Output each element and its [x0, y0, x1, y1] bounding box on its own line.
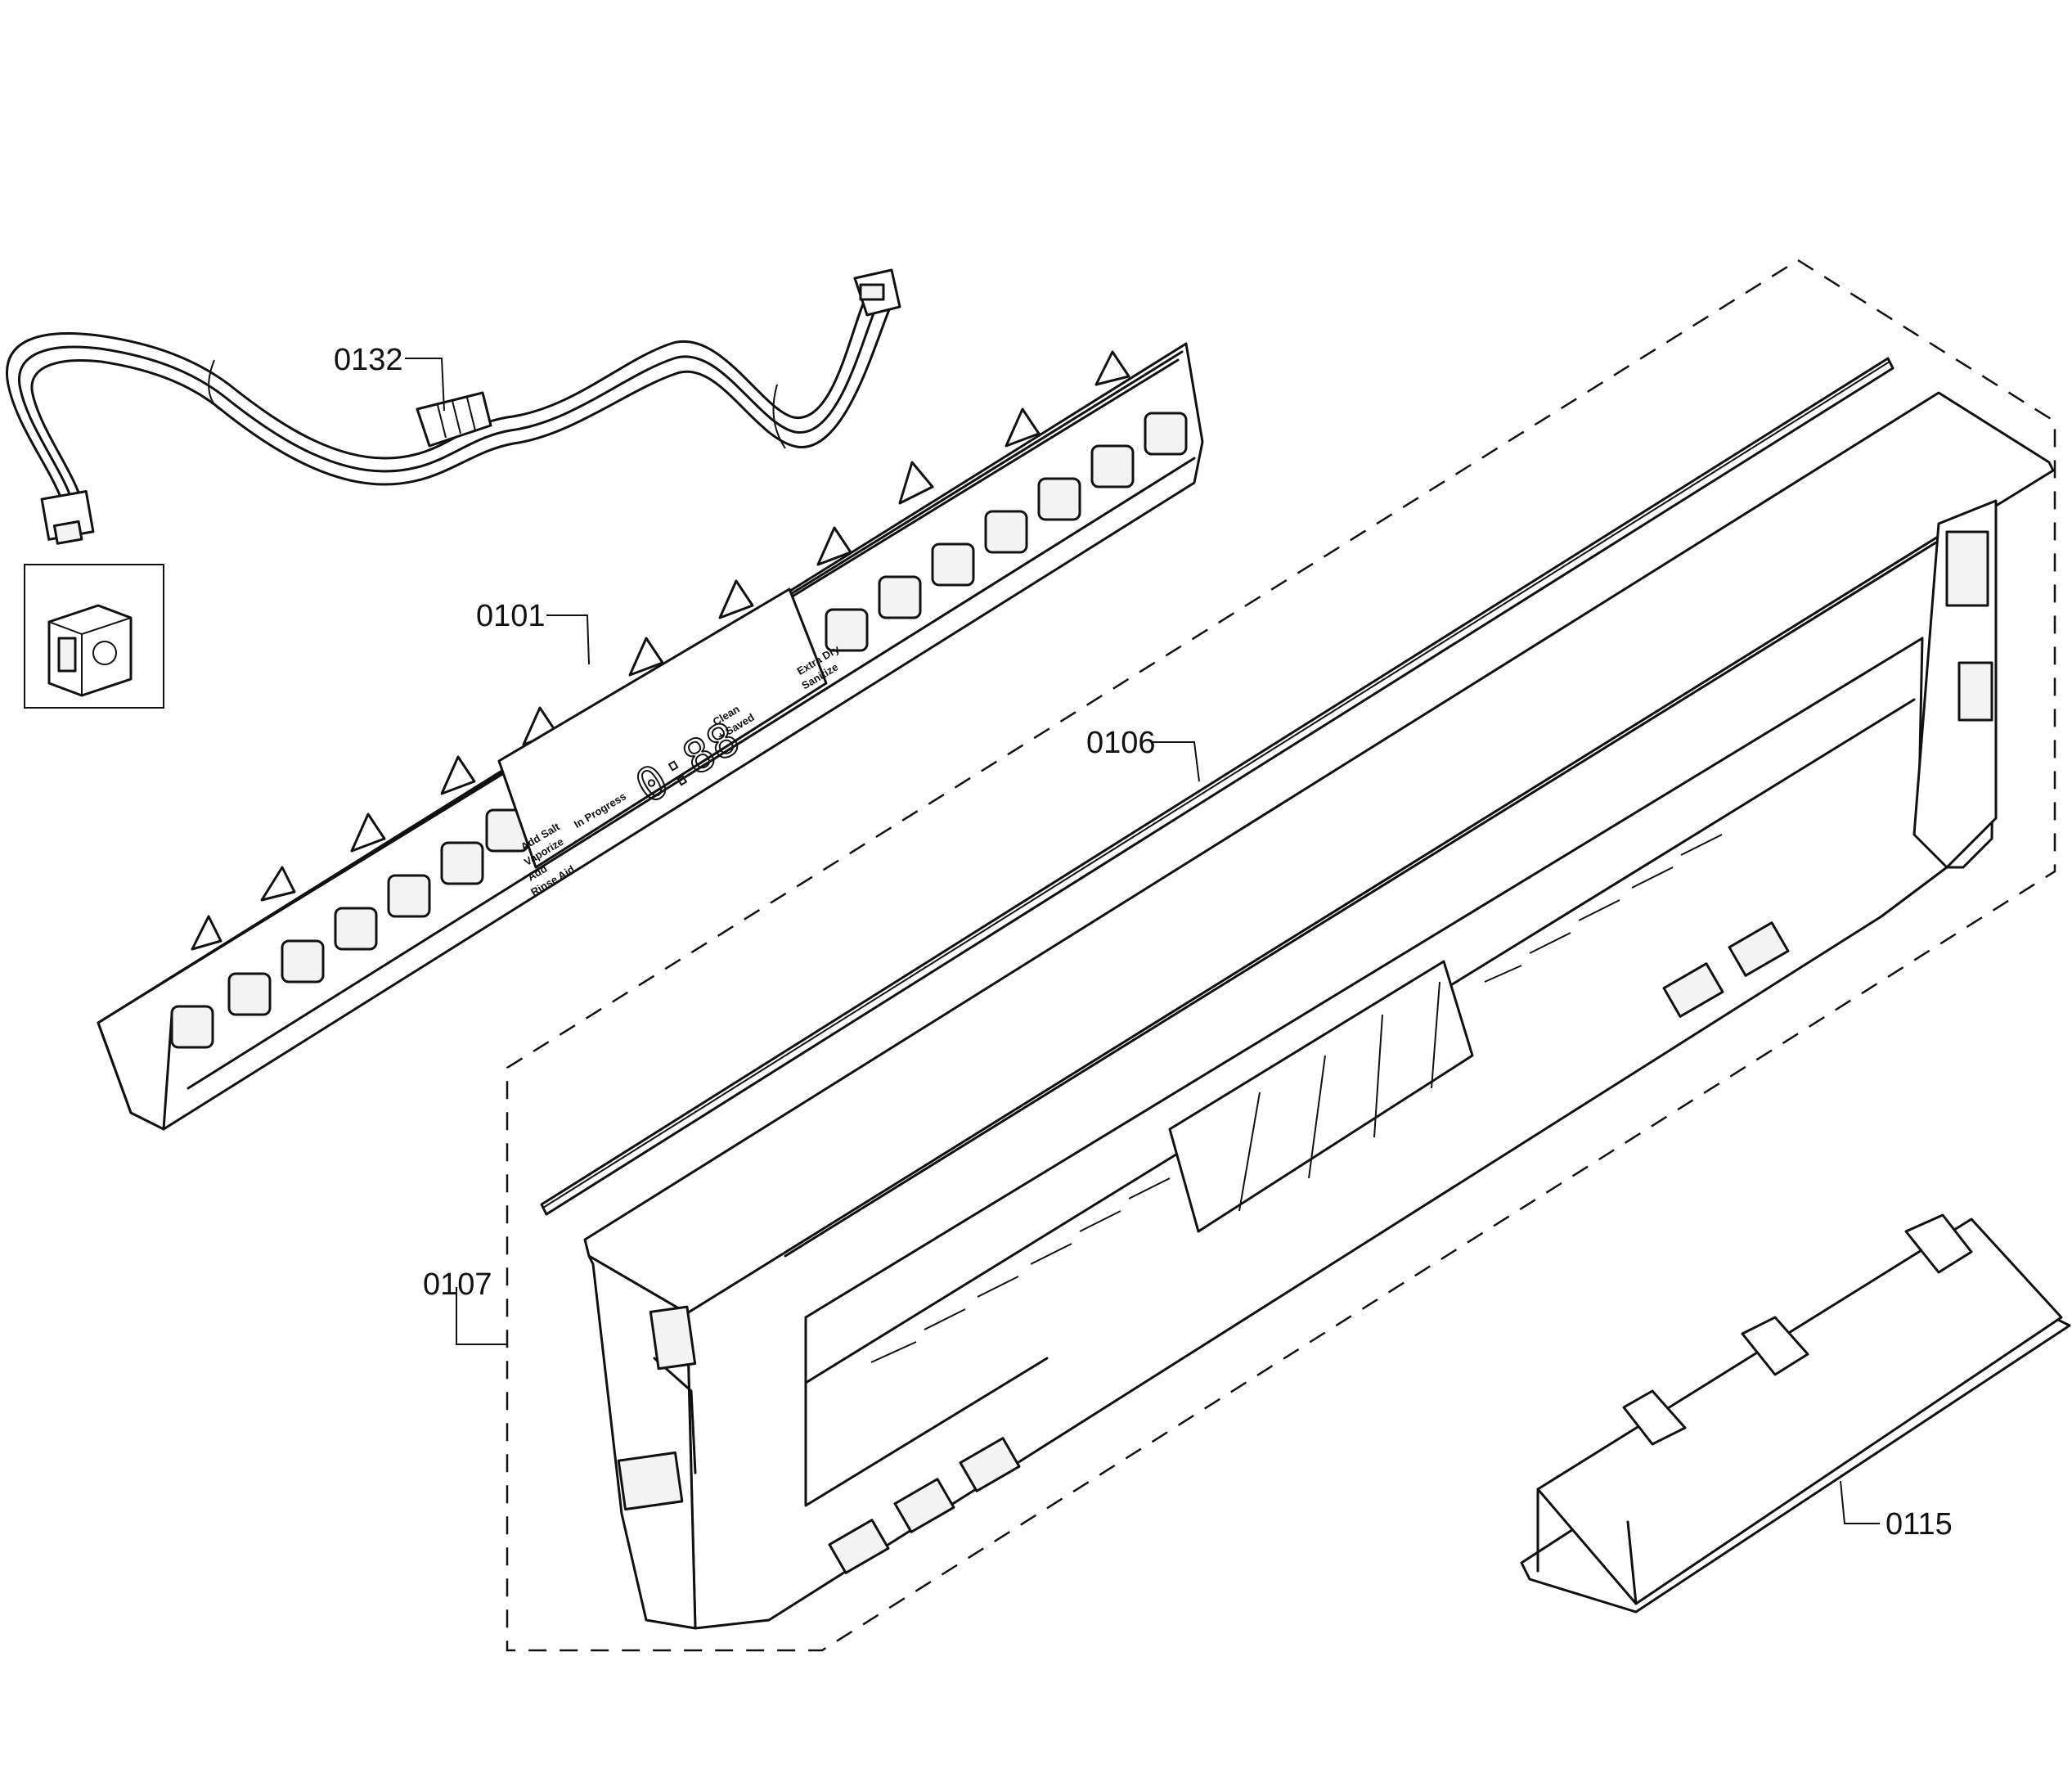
callout-0107: 0107	[423, 1267, 492, 1302]
panel-clips	[191, 350, 1130, 951]
cover-part	[1520, 1213, 2071, 1614]
panel-housing	[583, 391, 2055, 1630]
button-bank-right	[825, 412, 1188, 652]
right-wire-connector	[853, 268, 901, 317]
indicator-slots	[870, 834, 1723, 1363]
display-window: Add Salt Vaporize Add Rinse Aid In Progr…	[497, 587, 842, 898]
trim-strip	[540, 357, 1894, 1216]
callout-0132: 0132	[334, 343, 403, 377]
control-panel-module: Add Salt Vaporize Add Rinse Aid In Progr…	[97, 342, 1204, 1131]
leader-lines	[405, 358, 1880, 1524]
wire-harness	[6, 268, 901, 545]
middle-wire-connector	[416, 391, 492, 448]
assembly-boundary-dashed	[506, 259, 2056, 1652]
callout-0115: 0115	[1885, 1507, 1953, 1542]
callout-0106: 0106	[1086, 726, 1156, 760]
connector-detail-inset	[24, 564, 164, 709]
callout-0101: 0101	[476, 599, 546, 633]
button-bank-left	[170, 808, 529, 1049]
